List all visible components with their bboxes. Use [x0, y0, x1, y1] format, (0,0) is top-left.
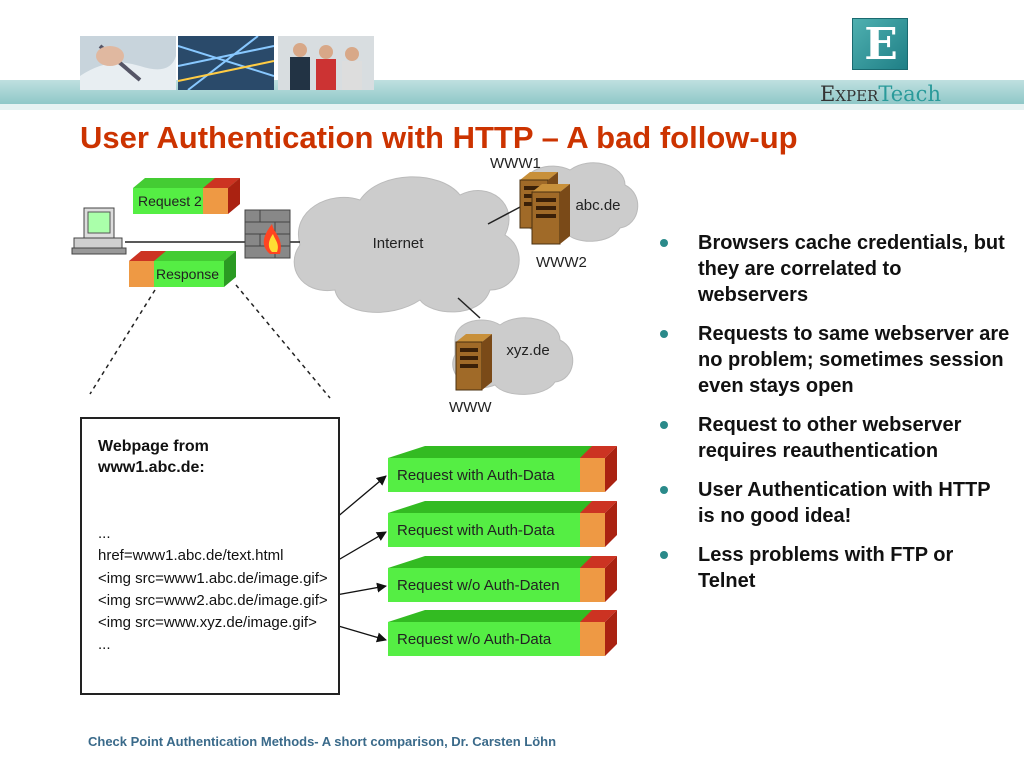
server-www-icon — [455, 334, 492, 391]
bullet-item: User Authentication with HTTP is no good… — [660, 477, 1010, 529]
server-www2-icon — [531, 184, 570, 245]
webpage-box: Webpage from www1.abc.de: ... href=www1.… — [80, 417, 340, 695]
packet-label: Request with Auth-Data — [397, 467, 555, 484]
zoom-line-left — [89, 289, 156, 395]
http-auth-diagram: Internet abc.de xyz.de Req — [71, 155, 639, 656]
webpage-line: ... — [98, 525, 111, 542]
bullet-dot-icon — [660, 330, 668, 338]
bullet-text: Less problems with FTP or Telnet — [698, 544, 954, 592]
packet-label: Request with Auth-Data — [397, 522, 555, 539]
bullet-item: Requests to same webserver are no proble… — [660, 321, 1010, 399]
abc-label: abc.de — [575, 197, 620, 214]
packet-auth-1 — [388, 446, 617, 492]
response-packet — [129, 251, 236, 287]
firewall-icon — [244, 209, 291, 259]
bullet-item: Request to other webserver requires reau… — [660, 412, 1010, 464]
bullet-text: Request to other webserver requires reau… — [698, 414, 962, 462]
bullet-text: Browsers cache credentials, but they are… — [698, 232, 1005, 306]
www2-label: WWW2 — [536, 254, 587, 271]
internet-cloud — [293, 176, 520, 313]
bullet-text: User Authentication with HTTP is no good… — [698, 479, 991, 527]
experteach-logo-mark: E — [852, 18, 908, 70]
bullet-list: Browsers cache credentials, but they are… — [660, 230, 1010, 607]
header-photo-people — [278, 36, 374, 90]
header-photo-handwriting — [80, 36, 176, 90]
bullet-dot-icon — [660, 421, 668, 429]
webpage-line: <img src=www2.abc.de/image.gif> — [98, 591, 328, 609]
slide-title: User Authentication with HTTP – A bad fo… — [80, 120, 798, 155]
logo-letter: E — [864, 19, 898, 70]
logo-word-part1: Exper — [820, 82, 879, 106]
bullet-item: Less problems with FTP or Telnet — [660, 542, 1010, 594]
request2-label: Request 2 — [138, 193, 202, 209]
internet-label: Internet — [373, 235, 425, 252]
packet-noauth-1 — [388, 556, 617, 602]
logo-word-part2: Teach — [878, 82, 941, 106]
packet-label: Request w/o Auth-Daten — [397, 577, 560, 594]
packet-noauth-2 — [388, 610, 617, 656]
bullet-item: Browsers cache credentials, but they are… — [660, 230, 1010, 308]
webpage-line: <img src=www.xyz.de/image.gif> — [98, 614, 317, 632]
request2-packet — [133, 178, 240, 214]
header-photo-network — [178, 36, 274, 90]
slide-footer: Check Point Authentication Methods- A sh… — [88, 734, 557, 749]
bullet-dot-icon — [660, 551, 668, 559]
internet-www1-link — [487, 205, 523, 225]
packet-label: Request w/o Auth-Data — [397, 631, 552, 648]
response-label: Response — [156, 266, 219, 282]
www1-label: WWW1 — [490, 155, 541, 172]
webpage-lines: ... href=www1.abc.de/text.html <img src=… — [98, 523, 328, 657]
packet-auth-2 — [388, 501, 617, 547]
webpage-line: href=www1.abc.de/text.html — [98, 547, 284, 565]
www-label: WWW — [449, 399, 492, 416]
bullet-dot-icon — [660, 486, 668, 494]
zoom-line-right — [235, 284, 331, 399]
webpage-title: Webpage from www1.abc.de: — [98, 438, 209, 476]
bullet-text: Requests to same webserver are no proble… — [698, 323, 1010, 397]
experteach-logo-wordmark: ExperTeach — [820, 82, 941, 106]
header-band-lower — [0, 104, 1024, 110]
bullet-dot-icon — [660, 239, 668, 247]
internet-www-link — [457, 297, 481, 319]
webpage-line: <img src=www1.abc.de/image.gif> — [98, 569, 328, 587]
client-computer-icon — [71, 207, 127, 255]
xyz-label: xyz.de — [506, 342, 549, 359]
webpage-line: ... — [98, 636, 111, 654]
